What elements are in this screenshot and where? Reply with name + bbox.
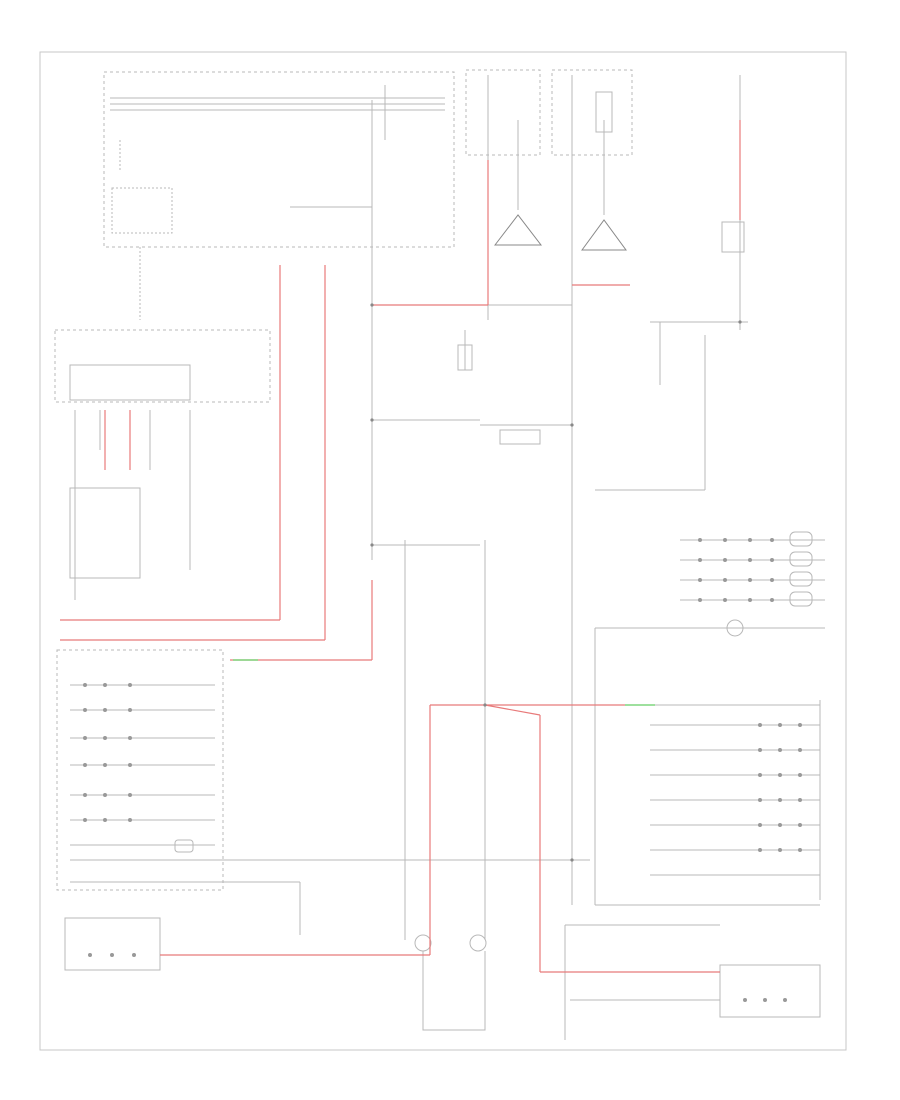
bottom-left-module <box>64 917 161 971</box>
fuse-box-2 <box>551 69 633 156</box>
diagram-border <box>39 51 847 1051</box>
switch-subbox <box>69 487 141 579</box>
top-left-module <box>103 71 455 248</box>
bottom-right-module <box>719 964 821 1018</box>
relay-box <box>721 221 745 253</box>
left-lower-module <box>56 649 224 891</box>
fuse-box-1 <box>465 69 541 156</box>
left-switch-module <box>54 329 271 403</box>
